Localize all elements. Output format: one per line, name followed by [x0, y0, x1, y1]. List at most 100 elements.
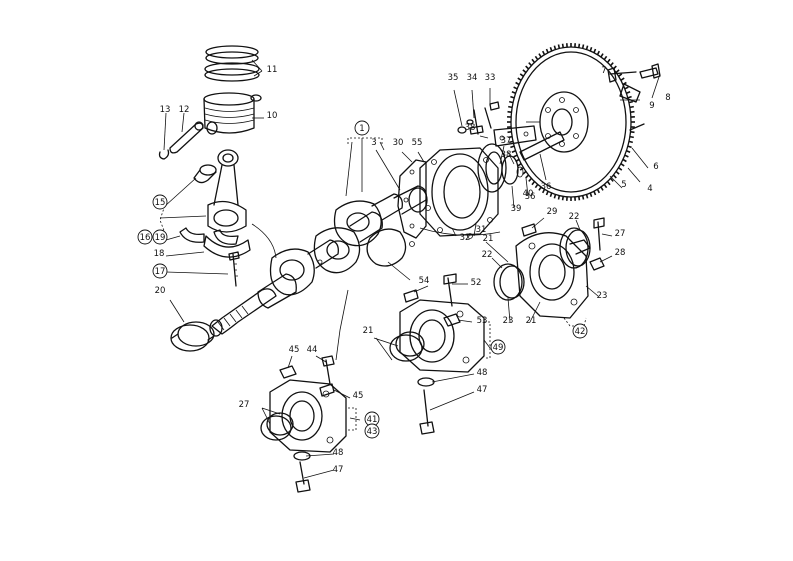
crankshaft	[209, 185, 428, 337]
alignment-lines	[251, 223, 501, 361]
gear-tooth	[545, 48, 549, 54]
callout-16: 16	[137, 229, 153, 245]
gear-tooth	[606, 181, 611, 186]
callout-label: 40	[523, 189, 534, 199]
gear-tooth	[624, 154, 629, 158]
gear-tooth	[511, 149, 516, 153]
callout-label: 23	[503, 316, 514, 326]
piston-rings	[204, 45, 260, 82]
gear-tooth	[596, 50, 601, 56]
gear-tooth	[528, 177, 533, 182]
callout-label: 6	[653, 162, 658, 172]
callout-47: 47	[333, 465, 344, 475]
callout-29: 29	[547, 207, 558, 217]
callout-label: 5	[621, 180, 626, 190]
callout-55: 55	[412, 138, 423, 148]
gear-tooth	[522, 170, 527, 175]
callout-52: 52	[471, 278, 482, 288]
callout-19: 19	[152, 229, 168, 245]
gear-tooth	[513, 154, 518, 158]
piston-pin	[169, 121, 204, 154]
gear-tooth	[561, 196, 564, 201]
callout-48: 48	[333, 448, 344, 458]
callout-label: 44	[307, 345, 318, 355]
gear-tooth	[508, 105, 513, 109]
gear-tooth	[627, 145, 632, 149]
callout-38: 38	[501, 150, 512, 160]
gear-tooth	[513, 86, 518, 90]
callout-label: 28	[615, 248, 626, 258]
gear-tooth	[510, 145, 515, 149]
washer-29	[521, 223, 537, 237]
callout-label: 32	[460, 233, 471, 243]
callout-32: 32	[460, 233, 471, 243]
callout-43: 43	[364, 423, 380, 439]
gear-tooth	[508, 100, 514, 104]
gear-tooth	[581, 44, 585, 49]
callout-15: 15	[152, 194, 168, 210]
bolt-52	[443, 273, 457, 307]
rear-seal-housing	[419, 147, 499, 239]
callout-label: 30	[393, 138, 404, 148]
gear-tooth	[628, 100, 634, 104]
gear-tooth	[620, 77, 625, 81]
callout-label: 12	[179, 105, 190, 115]
ring-gear-teeth	[507, 43, 635, 201]
callout-23: 23	[597, 291, 608, 301]
gear-tooth	[609, 62, 614, 67]
callout-label: 27	[615, 229, 626, 239]
gear-tooth	[627, 95, 632, 99]
callout-27: 27	[239, 400, 250, 410]
gear-tooth	[517, 163, 522, 167]
callout-label: 34	[467, 73, 478, 83]
pin-retainer	[158, 149, 170, 160]
gear-tooth	[626, 149, 631, 153]
callout-circle	[364, 423, 380, 439]
gear-tooth	[525, 65, 530, 70]
gear-tooth	[578, 43, 581, 48]
callout-label: 11	[267, 65, 278, 75]
gear-tooth	[557, 44, 561, 49]
callout-numbers: 1345678910111213151617181920212121222223…	[137, 65, 671, 475]
callout-27: 27	[615, 229, 626, 239]
washer-45	[319, 383, 335, 397]
gear-tooth	[541, 50, 546, 56]
callout-9: 9	[649, 101, 654, 111]
callout-label: 31	[476, 225, 487, 235]
gear-tooth	[553, 194, 557, 199]
bolt-47-center	[417, 377, 435, 435]
callout-40: 40	[523, 189, 534, 199]
gear-tooth	[534, 183, 539, 189]
callout-label: 37	[501, 136, 512, 146]
callout-7: 7	[601, 66, 606, 76]
gear-tooth	[589, 192, 593, 198]
callout-28: 28	[615, 248, 626, 258]
callout-label: 45	[353, 391, 364, 401]
gear-tooth	[549, 192, 553, 198]
callout-label: 1	[359, 124, 364, 134]
gear-tooth	[630, 131, 635, 134]
callout-54: 54	[419, 276, 430, 286]
callout-label: 16	[140, 233, 151, 243]
gear-tooth	[615, 69, 620, 74]
gear-tooth	[585, 45, 589, 50]
bearing-carrier-42	[515, 232, 591, 319]
gear-tooth	[515, 158, 520, 163]
gear-tooth	[538, 53, 542, 58]
callout-circle	[152, 263, 168, 279]
callout-label: 49	[493, 343, 504, 353]
gear-tooth	[624, 86, 629, 90]
gear-tooth	[603, 183, 608, 189]
housing-gasket	[397, 159, 427, 239]
bearing-carrier-43	[269, 379, 347, 453]
callout-label: 48	[333, 448, 344, 458]
callout-21: 21	[363, 326, 374, 336]
gear-tooth	[629, 105, 634, 109]
callout-label: 21	[483, 234, 494, 244]
gear-tooth	[519, 73, 524, 77]
callout-label: 18	[154, 249, 165, 259]
circlip	[250, 94, 262, 102]
main-bearing-sleeve-20	[170, 321, 215, 352]
